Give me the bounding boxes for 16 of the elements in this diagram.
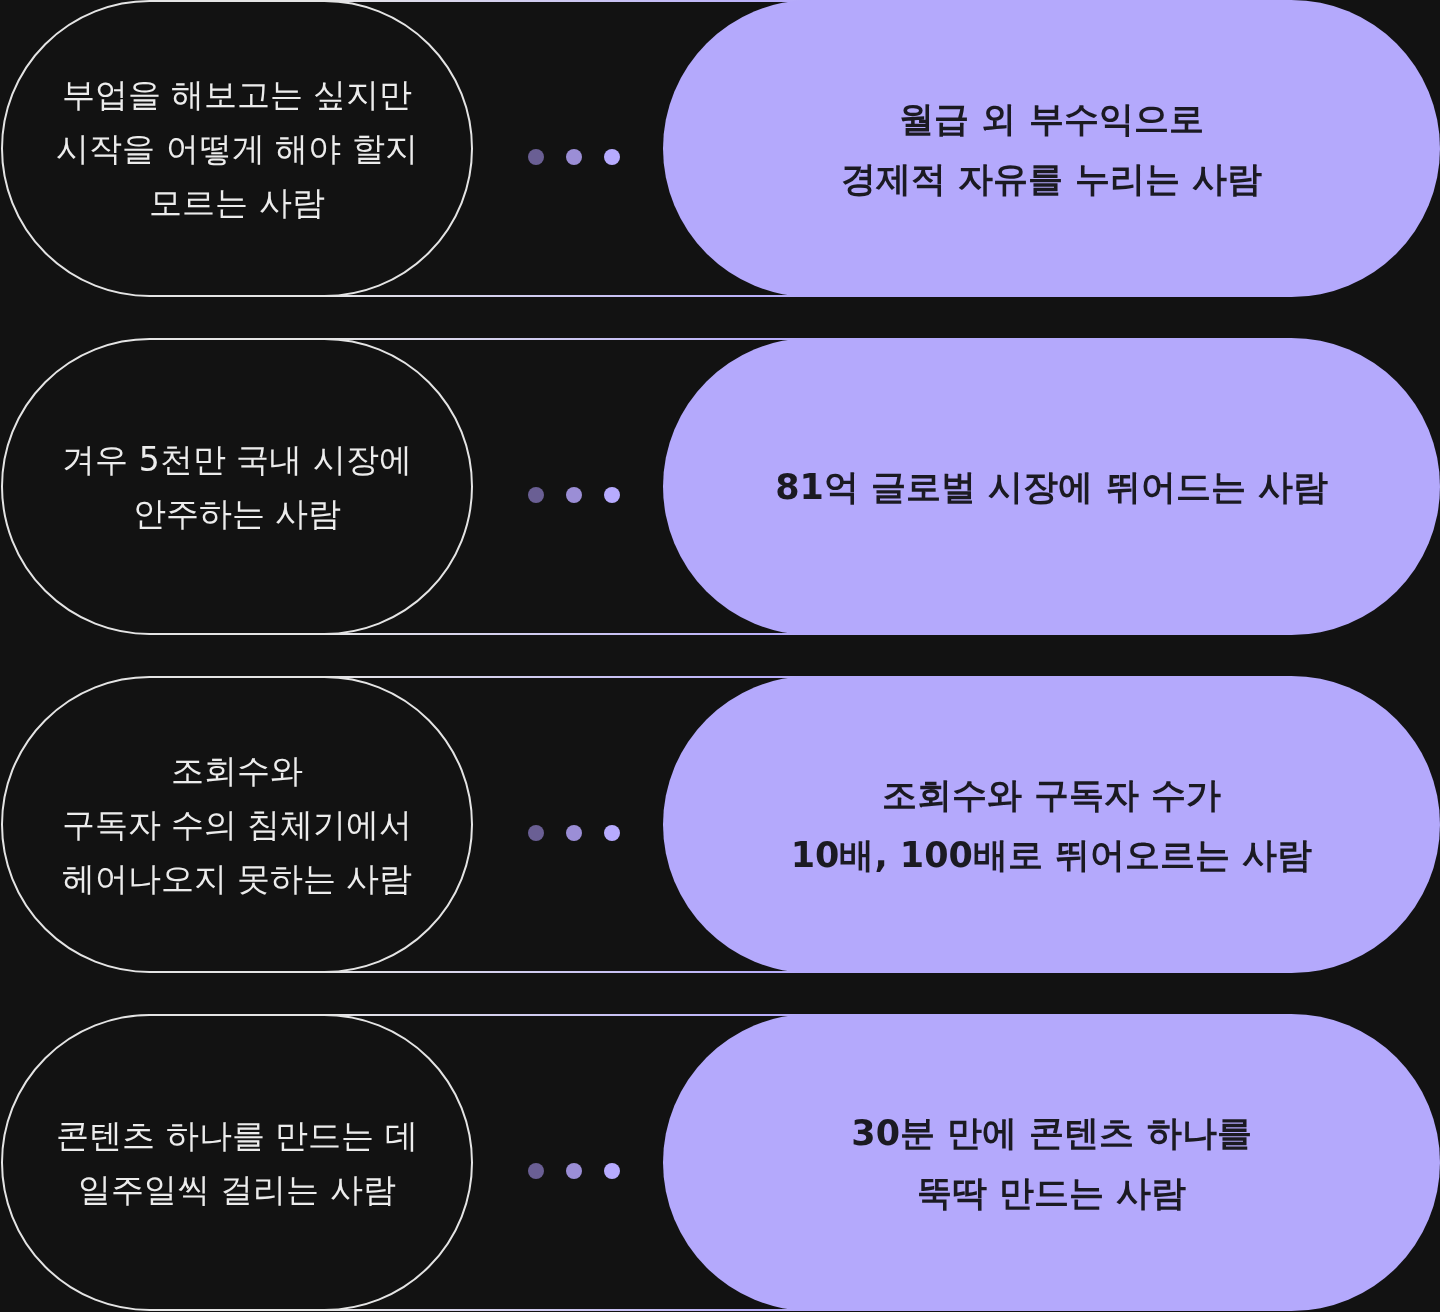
pill-text: 30분 만에 콘텐츠 하나를 뚝딱 만드는 사람 xyxy=(851,1111,1252,1215)
pill-text: 조회수와 구독자 수의 침체기에서 헤어나오지 못하는 사람 xyxy=(61,749,413,900)
outline-pill xyxy=(1,0,473,297)
pill-text: 부업을 해보고는 싶지만 시작을 어떻게 해야 할지 모르는 사람 xyxy=(56,73,418,224)
filled-pill xyxy=(663,0,1440,297)
filled-pill xyxy=(663,338,1440,635)
pill-text: 콘텐츠 하나를 만드는 데 일주일씩 걸리는 사람 xyxy=(56,1114,418,1211)
pill-text: 월급 외 부수익으로 경제적 자유를 누리는 사람 xyxy=(840,97,1263,201)
pill-text: 조회수와 구독자 수가 10배, 100배로 뛰어오르는 사람 xyxy=(790,773,1313,877)
pill-text: 81억 글로벌 시장에 뛰어드는 사람 xyxy=(775,465,1328,509)
outline-pill xyxy=(1,338,473,635)
filled-pill xyxy=(663,1014,1440,1311)
outline-pill xyxy=(1,676,473,973)
filled-pill xyxy=(663,676,1440,973)
outline-pill xyxy=(1,1014,473,1311)
pill-text: 겨우 5천만 국내 시장에 안주하는 사람 xyxy=(62,438,412,535)
